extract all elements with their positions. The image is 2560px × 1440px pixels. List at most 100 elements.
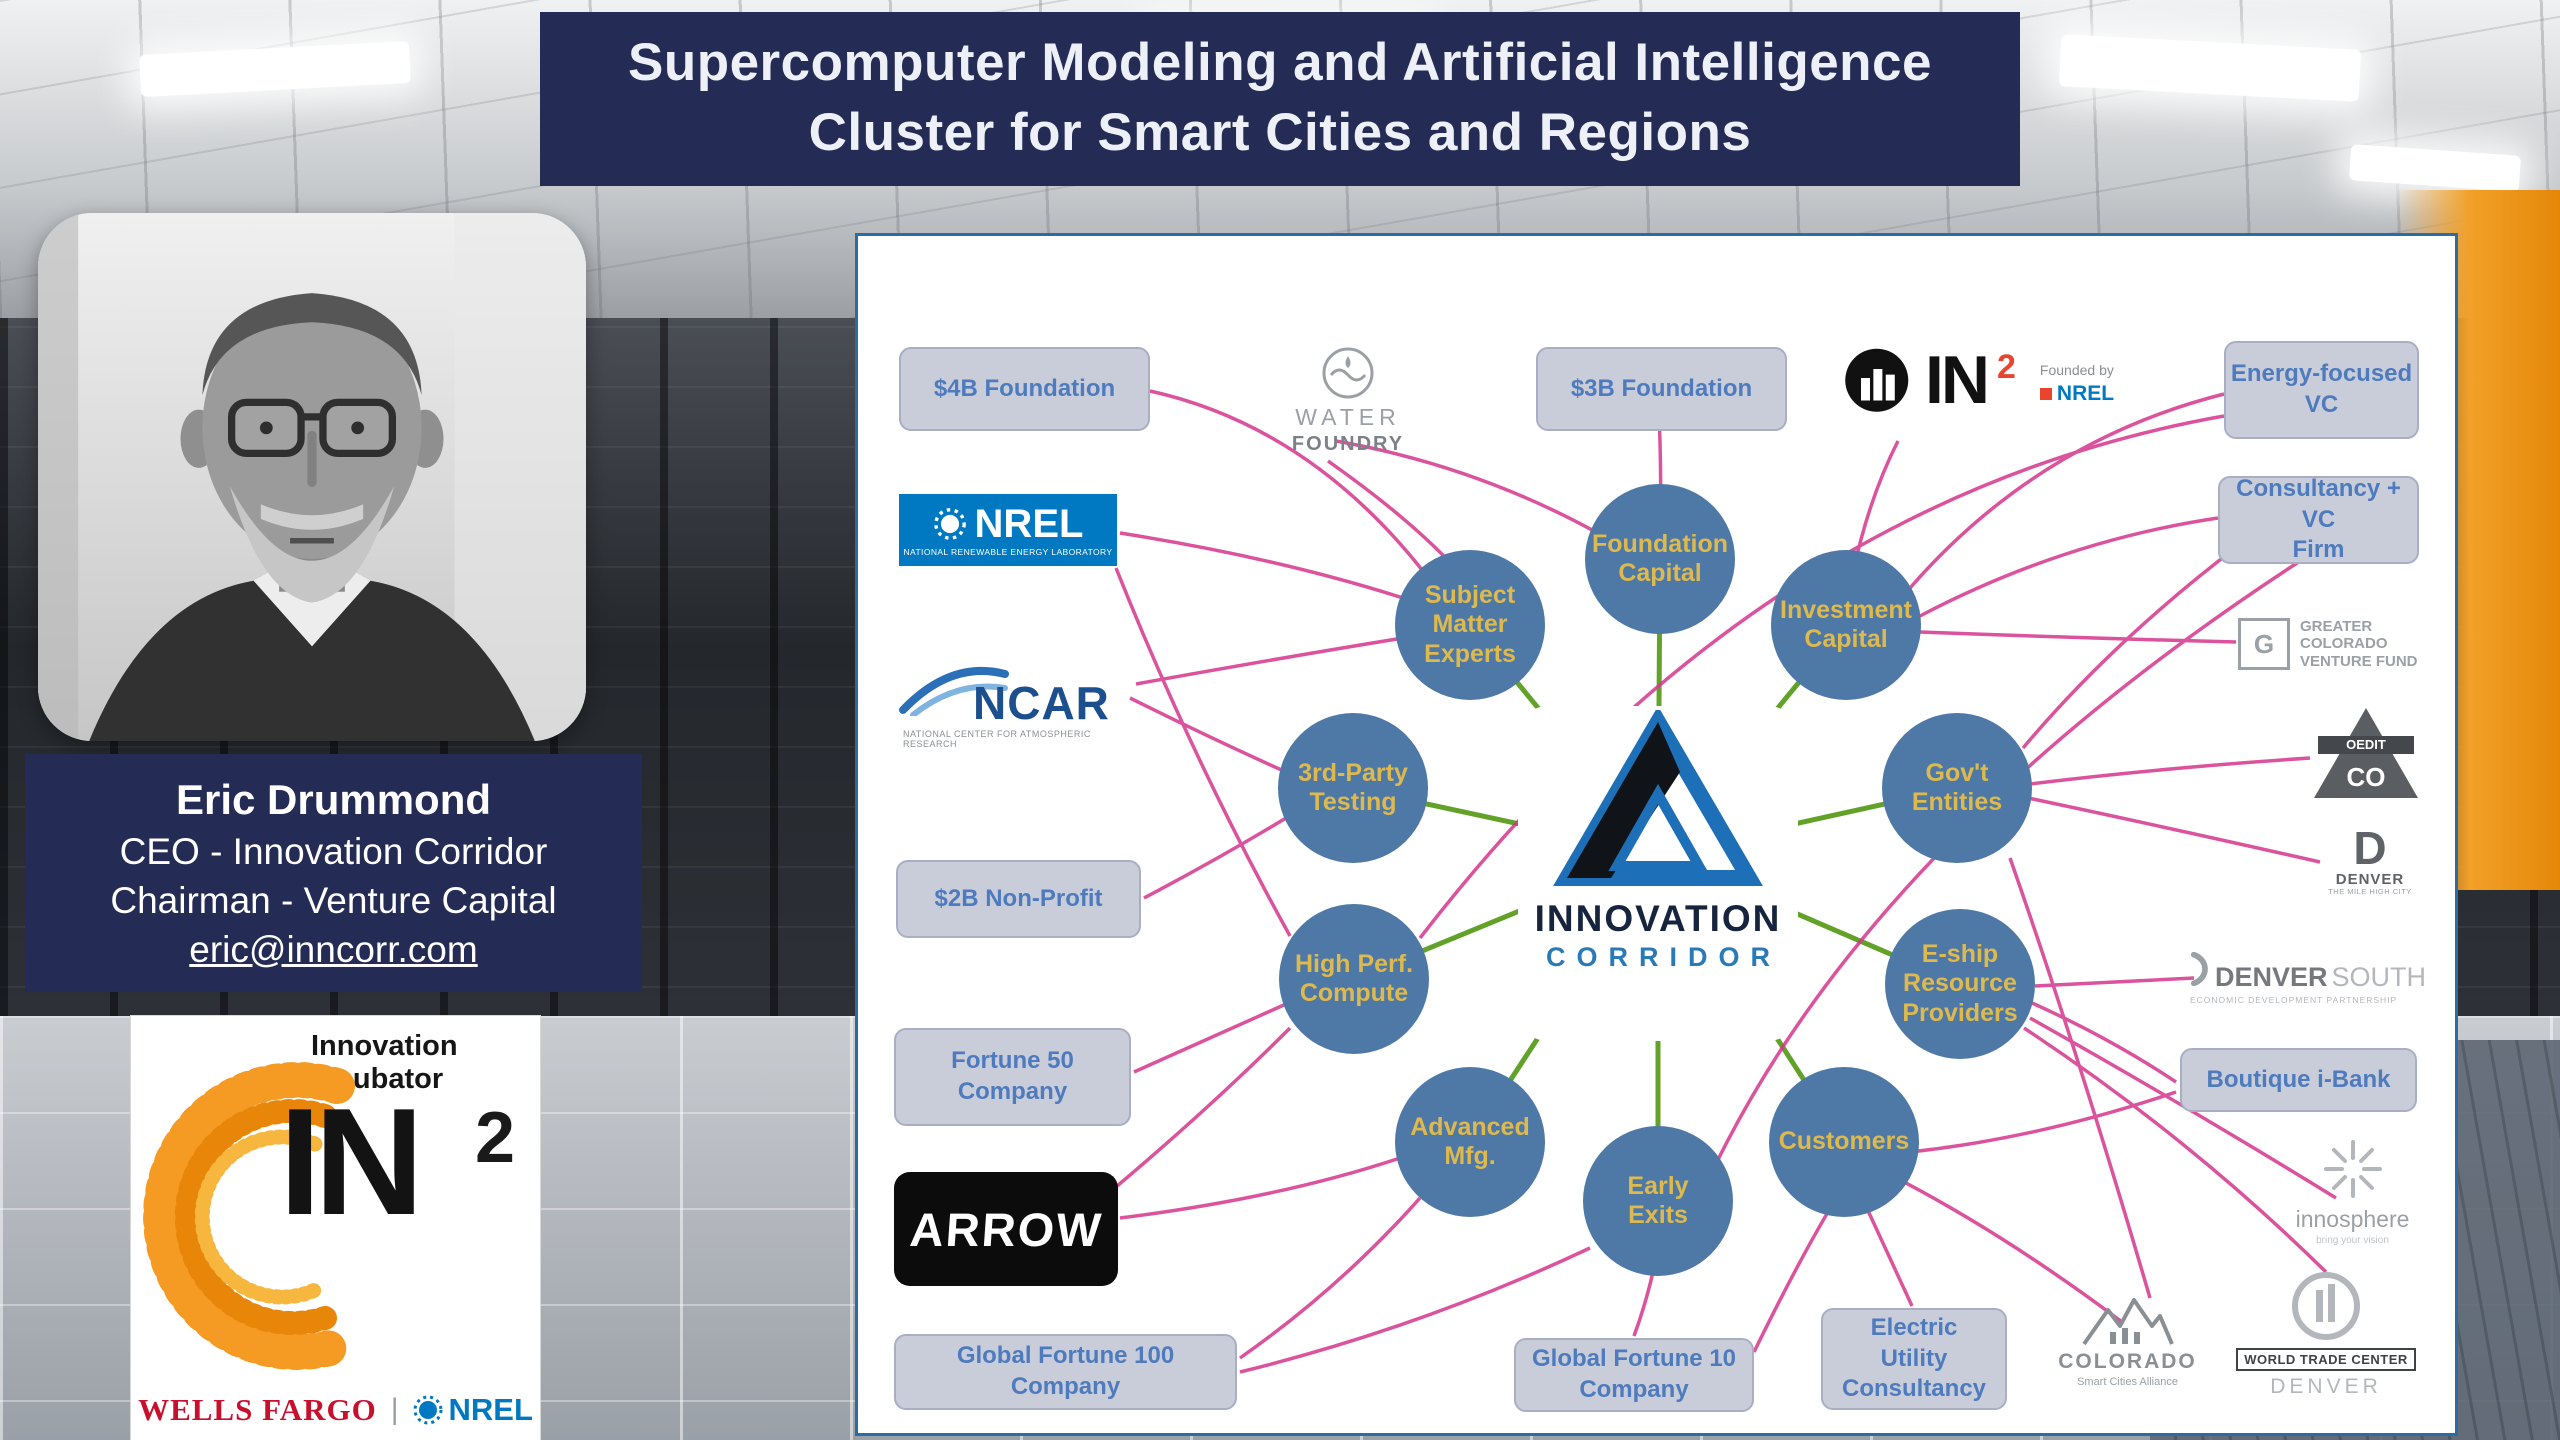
node-label: Mfg.	[1444, 1142, 1496, 1170]
arrow-wordmark: ARROW	[907, 1202, 1105, 1256]
center-brand-line2: CORRIDOR	[1546, 942, 1781, 972]
pill-label: Global Fortune 10	[1531, 1345, 1737, 1373]
nrel-logo-small: NREL	[413, 1392, 533, 1428]
ecosystem-diagram-panel: INNOVATION CORRIDOR Subject Matter Exper…	[855, 233, 2458, 1436]
portrait-illustration	[38, 213, 586, 741]
pill-label: Consultancy + VC	[2236, 474, 2401, 533]
in2-superscript: 2	[475, 1098, 516, 1178]
nrel-sun-icon	[933, 507, 966, 540]
pill-fortune-50-company: Fortune 50 Company	[894, 1028, 1131, 1126]
in2-founded-by: Founded by NREL	[2039, 362, 2114, 406]
pill-electric-utility-consultancy: Electric Utility Consultancy	[1821, 1308, 2007, 1410]
in2-logo-card: Innovation Incubator IN 2 WELLS FARGO | …	[131, 1016, 540, 1440]
node-label: Capital	[1618, 559, 1702, 587]
nrel-wordmark: NREL	[974, 501, 1084, 546]
in2-wordmark: IN	[279, 1077, 424, 1247]
crescent-icon	[2190, 952, 2208, 986]
node-label: Exits	[1628, 1201, 1688, 1229]
speaker-role-2: Chairman - Venture Capital	[110, 879, 557, 921]
pill-4b-foundation: $4B Foundation	[899, 347, 1150, 431]
innovation-corridor-logo: INNOVATION CORRIDOR	[1518, 706, 1798, 1041]
innosphere-tagline: bring your vision	[2316, 1235, 2389, 1246]
logo-ncar: NCAR NATIONAL CENTER FOR ATMOSPHERIC RES…	[899, 654, 1139, 749]
nrel-sun-icon	[413, 1395, 443, 1425]
node-subject-matter-experts: Subject Matter Experts	[1395, 550, 1545, 700]
in2-skyline-icon	[1845, 348, 1909, 412]
node-label: Early	[1627, 1171, 1689, 1200]
colorado-wordmark: COLORADO	[2058, 1350, 2197, 1373]
logo-oedit-colorado: OEDIT CO	[2310, 702, 2422, 806]
gcvf-line3: VENTURE FUND	[2300, 652, 2418, 670]
node-label: Providers	[1902, 998, 2018, 1027]
pill-label: Fortune 50	[951, 1047, 1074, 1075]
node-label: Compute	[1299, 979, 1409, 1007]
node-label: 3rd-Party	[1298, 758, 1408, 787]
slide-title: Supercomputer Modeling and Artificial In…	[540, 12, 2020, 186]
nrel-red-square-icon	[2039, 388, 2052, 400]
ncar-tagline: NATIONAL CENTER FOR ATMOSPHERIC RESEARCH	[903, 729, 1091, 749]
smart-cities-alliance-tagline: Smart Cities Alliance	[2077, 1376, 2178, 1388]
logo-denver: D DENVER THE MILE HIGH CITY	[2320, 824, 2420, 928]
node-govt-entities: Gov't Entities	[1882, 713, 2032, 863]
in2-partners-row: WELLS FARGO | NREL	[131, 1392, 540, 1428]
node-eship-resource-providers: E-ship Resource Providers	[1885, 909, 2035, 1059]
pill-consultancy-vc-firm: Consultancy + VC Firm	[2218, 474, 2419, 564]
center-brand-line1: INNOVATION	[1534, 898, 1782, 939]
title-line1: Supercomputer Modeling and Artificial In…	[627, 33, 1933, 92]
pill-label: Company	[1010, 1373, 1121, 1400]
logo-denver-south: DENVER SOUTH ECONOMIC DEVELOPMENT PARTNE…	[2190, 952, 2426, 1010]
node-label: Entities	[1911, 788, 2003, 816]
denver-wordmark: DENVER	[2335, 871, 2405, 889]
logo-arrow: ARROW	[894, 1172, 1118, 1286]
pill-label: $4B Foundation	[933, 374, 1116, 402]
pill-label: Company	[957, 1078, 1068, 1105]
node-investment-capital: Investment Capital	[1771, 550, 1921, 700]
gcvf-line1: GREATER	[2300, 618, 2373, 636]
node-high-perf-compute: High Perf. Compute	[1279, 904, 1429, 1054]
speaker-role-1: CEO - Innovation Corridor	[119, 830, 548, 872]
pill-3b-foundation: $3B Foundation	[1536, 347, 1787, 431]
node-label: Subject	[1424, 580, 1516, 609]
pill-global-fortune-10-company: Global Fortune 10 Company	[1514, 1338, 1754, 1412]
logo-colorado-smart-cities-alliance: COLORADO Smart Cities Alliance	[2040, 1286, 2215, 1426]
speaker-email-link[interactable]: eric@inncorr.com	[189, 928, 478, 970]
water-wave-icon	[1322, 347, 1374, 399]
denver-south-suffix: SOUTH	[2331, 962, 2427, 992]
pill-label: Utility	[1880, 1344, 1948, 1372]
node-label: Experts	[1424, 639, 1516, 668]
node-early-exits: Early Exits	[1583, 1126, 1733, 1276]
nrel-wordmark-small: NREL	[448, 1392, 533, 1427]
logo-world-trade-center-denver: WORLD TRADE CENTER DENVER	[2230, 1268, 2422, 1426]
node-label: Resource	[1903, 969, 2017, 998]
speaker-info: Eric Drummond CEO - Innovation Corridor …	[25, 754, 642, 992]
pill-label: Electric	[1870, 1313, 1958, 1341]
founded-by-text: Founded by	[2039, 362, 2114, 378]
water-foundry-line1: WATER	[1295, 404, 1401, 430]
pill-label: Global Fortune 100	[956, 1342, 1175, 1370]
denver-tagline: THE MILE HIGH CITY	[2328, 887, 2412, 897]
pill-label: Energy-focused	[2230, 360, 2413, 388]
denver-d-icon: D	[2353, 822, 2387, 874]
node-customers: Customers	[1769, 1067, 1919, 1217]
pill-label: Boutique i-Bank	[2206, 1065, 2391, 1093]
logo-greater-colorado-venture-fund: G GREATER COLORADO VENTURE FUND	[2238, 608, 2428, 680]
denver-south-name: DENVER	[2214, 962, 2328, 992]
pill-label: Company	[1579, 1376, 1689, 1403]
pill-label: Firm	[2292, 536, 2345, 564]
speaker-name: Eric Drummond	[175, 775, 492, 823]
node-label: Gov't	[1925, 758, 1989, 787]
node-label: Customers	[1778, 1127, 1910, 1156]
denver-south-tagline: ECONOMIC DEVELOPMENT PARTNERSHIP	[2190, 995, 2398, 1005]
gcvf-line2: COLORADO	[2300, 635, 2388, 653]
ncar-swoosh-icon	[899, 667, 1009, 716]
water-foundry-line2: FOUNDRY	[1291, 433, 1405, 455]
pill-energy-focused-vc: Energy-focused VC	[2224, 341, 2419, 439]
in2-wordmark-diagram: IN	[1925, 342, 1990, 418]
node-label: High Perf.	[1294, 949, 1414, 978]
partner-divider: |	[390, 1393, 399, 1426]
pill-label: $3B Foundation	[1570, 374, 1753, 402]
pill-label: $2B Non-Profit	[934, 884, 1103, 912]
title-line2: Cluster for Smart Cities and Regions	[808, 102, 1752, 162]
nrel-tagline: NATIONAL RENEWABLE ENERGY LABORATORY	[903, 546, 1113, 557]
